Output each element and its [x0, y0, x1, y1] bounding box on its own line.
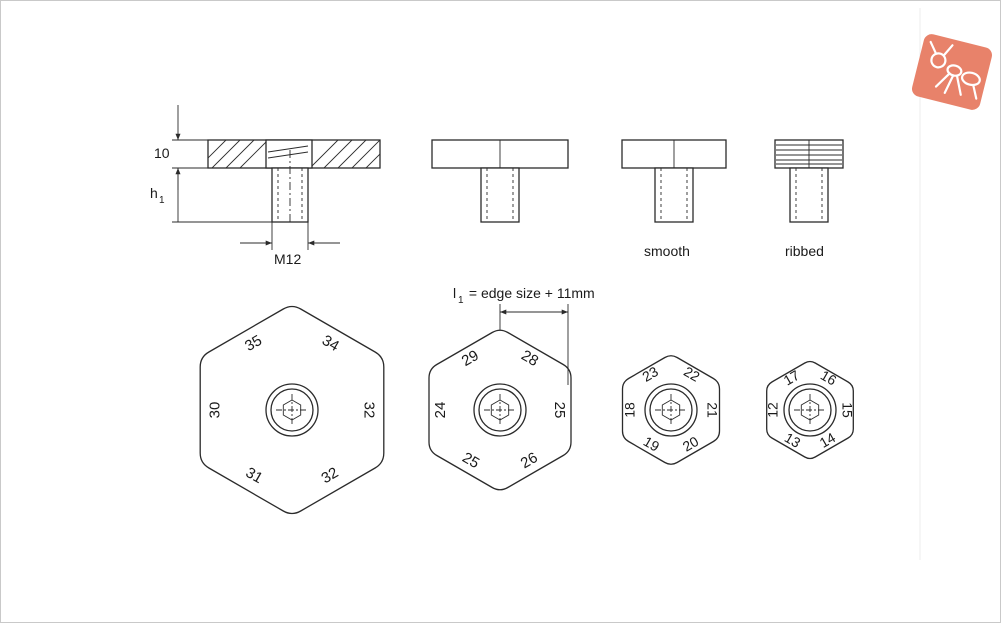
dim-height-label: 10	[154, 145, 170, 161]
variant-smooth-label: smooth	[644, 243, 690, 259]
socket-inner-ring	[788, 388, 832, 432]
side-view-smooth	[621, 139, 727, 223]
edge-size-label: 30	[207, 402, 224, 419]
edge-size-label: 21	[705, 402, 721, 418]
socket-outer-ring	[265, 383, 319, 437]
edge-size-label: 34	[319, 332, 342, 355]
edge-size-label: 31	[243, 464, 266, 487]
socket-outer-ring	[783, 383, 837, 437]
edge-size-label: 29	[459, 347, 482, 370]
hexagon-outline	[428, 329, 572, 491]
hexagon-outline	[766, 360, 854, 460]
socket-inner-ring	[649, 388, 693, 432]
edge-size-label: 14	[817, 429, 839, 451]
socket-outer-ring	[473, 383, 527, 437]
edge-size-label: 13	[782, 429, 804, 451]
variant-ribbed-label: ribbed	[785, 243, 824, 259]
edge-size-label: 19	[641, 433, 663, 455]
dim-thread-label: M12	[274, 251, 301, 267]
edge-size-label: 28	[518, 347, 541, 370]
edge-size-label: 22	[681, 363, 703, 385]
edge-size-label: 25	[459, 449, 482, 472]
edge-formula-text: = edge size + 11mm	[465, 285, 595, 301]
edge-formula-l: l	[453, 285, 456, 301]
edge-size-label: 35	[242, 332, 265, 355]
edge-size-label: 15	[839, 402, 855, 418]
edge-dimension	[499, 304, 569, 385]
side-view-section	[172, 105, 381, 250]
edge-size-label: 12	[765, 402, 781, 418]
dim-h-subscript: 1	[159, 195, 165, 206]
edge-size-label: 25	[551, 402, 568, 419]
edge-size-label: 16	[818, 367, 840, 389]
hexagon-knob-1: 35 34 32 32 31 30	[199, 305, 385, 515]
edge-formula-subscript: 1	[458, 295, 464, 306]
hexagon-outline	[621, 355, 721, 465]
edge-size-label: 32	[318, 464, 341, 487]
side-view-ribbed	[774, 139, 844, 223]
dim-h-label: h	[150, 185, 158, 201]
edge-size-label: 17	[781, 367, 803, 389]
socket-inner-ring	[478, 388, 522, 432]
edge-size-label: 23	[639, 363, 661, 385]
edge-size-label: 18	[621, 402, 637, 418]
edge-size-label: 24	[432, 402, 449, 419]
socket-inner-ring	[270, 388, 314, 432]
edge-size-label: 20	[680, 433, 702, 455]
hexagon-outline	[199, 305, 385, 515]
side-view-plain	[431, 139, 569, 223]
edge-size-label: 32	[360, 402, 377, 419]
edge-size-label: 26	[518, 449, 541, 472]
ant-logo	[911, 34, 993, 110]
hexagon-knob-2: 29 28 25 26 25 24	[428, 329, 572, 491]
socket-outer-ring	[644, 383, 698, 437]
